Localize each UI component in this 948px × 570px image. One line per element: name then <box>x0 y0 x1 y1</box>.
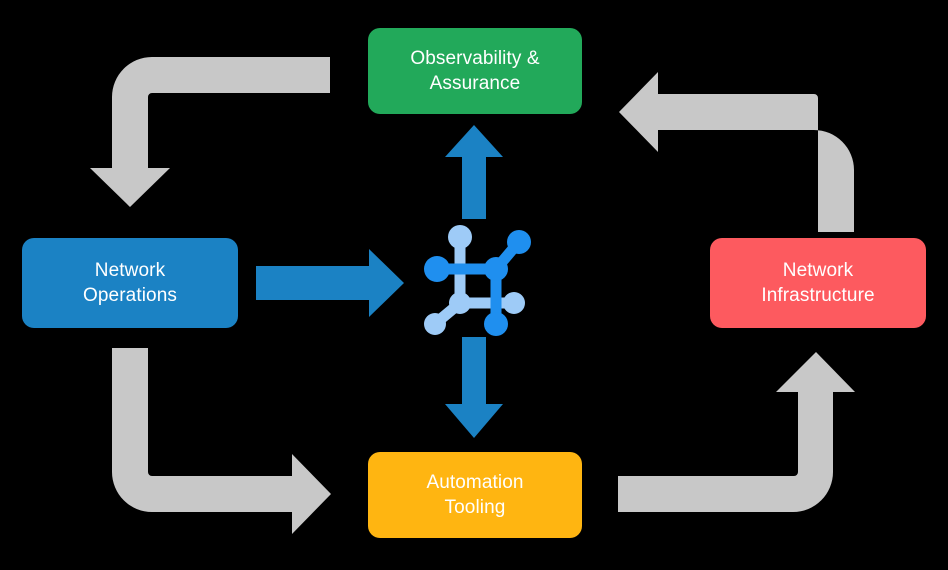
node-label-automation-tooling: Automation Tooling <box>426 471 524 518</box>
network-icon-light-nodes <box>424 225 525 335</box>
node-label-network-infrastructure: Network Infrastructure <box>761 259 875 306</box>
arrow-infrastructure-to-observability <box>619 72 854 232</box>
node-observability-assurance[interactable]: Observability & Assurance <box>368 28 582 114</box>
network-icon-strong-nodes <box>424 230 531 336</box>
arrow-operations-to-automation <box>112 348 331 534</box>
node-automation-tooling[interactable]: Automation Tooling <box>368 452 582 538</box>
node-label-network-operations: Network Operations <box>83 259 177 306</box>
node-label-observability: Observability & Assurance <box>410 47 540 94</box>
node-network-infrastructure[interactable]: Network Infrastructure <box>710 238 926 328</box>
arrow-automation-to-infrastructure <box>618 352 855 512</box>
network-icon-light-edges <box>430 231 520 329</box>
arrow-center-to-observability <box>445 125 503 219</box>
arrow-observability-to-operations <box>90 57 330 207</box>
arrow-center-to-automation <box>445 337 503 438</box>
node-network-operations[interactable]: Network Operations <box>22 238 238 328</box>
network-topology-icon <box>424 225 531 336</box>
arrow-operations-to-center <box>256 249 404 317</box>
